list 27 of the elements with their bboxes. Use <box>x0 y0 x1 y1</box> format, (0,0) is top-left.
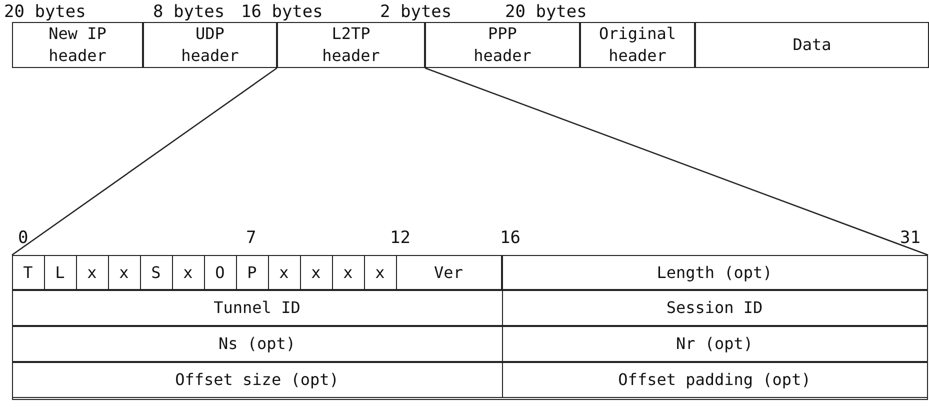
bit-number-label: 31 <box>900 228 920 248</box>
byte-size-label: 16 bytes <box>241 2 323 22</box>
bit-number-label: 7 <box>246 228 256 248</box>
data-box: Data <box>695 22 929 68</box>
field-cell: Ns (opt) <box>12 326 502 362</box>
expansion-line <box>424 67 928 256</box>
byte-size-label: 20 bytes <box>505 2 587 22</box>
header-box: PPP header <box>425 22 580 68</box>
field-cell: Offset padding (opt) <box>502 362 928 398</box>
header-box: Original header <box>580 22 695 68</box>
expansion-line <box>12 67 278 256</box>
header-box: L2TP header <box>277 22 425 68</box>
field-cell: Nr (opt) <box>502 326 928 362</box>
byte-size-label: 20 bytes <box>4 2 86 22</box>
byte-size-label: 2 bytes <box>380 2 452 22</box>
field-cell: Session ID <box>502 290 928 326</box>
field-cell: Ver <box>396 254 502 290</box>
field-cell: Length (opt) <box>502 254 928 290</box>
field-cell: Tunnel ID <box>12 290 502 326</box>
header-box: UDP header <box>143 22 277 68</box>
header-format-table <box>12 255 928 400</box>
header-box: New IP header <box>12 22 143 68</box>
bit-number-label: 16 <box>500 228 520 248</box>
field-cell: Offset size (opt) <box>12 362 502 398</box>
byte-size-label: 8 bytes <box>153 2 225 22</box>
bit-number-label: 0 <box>18 228 28 248</box>
bit-number-label: 12 <box>390 228 410 248</box>
